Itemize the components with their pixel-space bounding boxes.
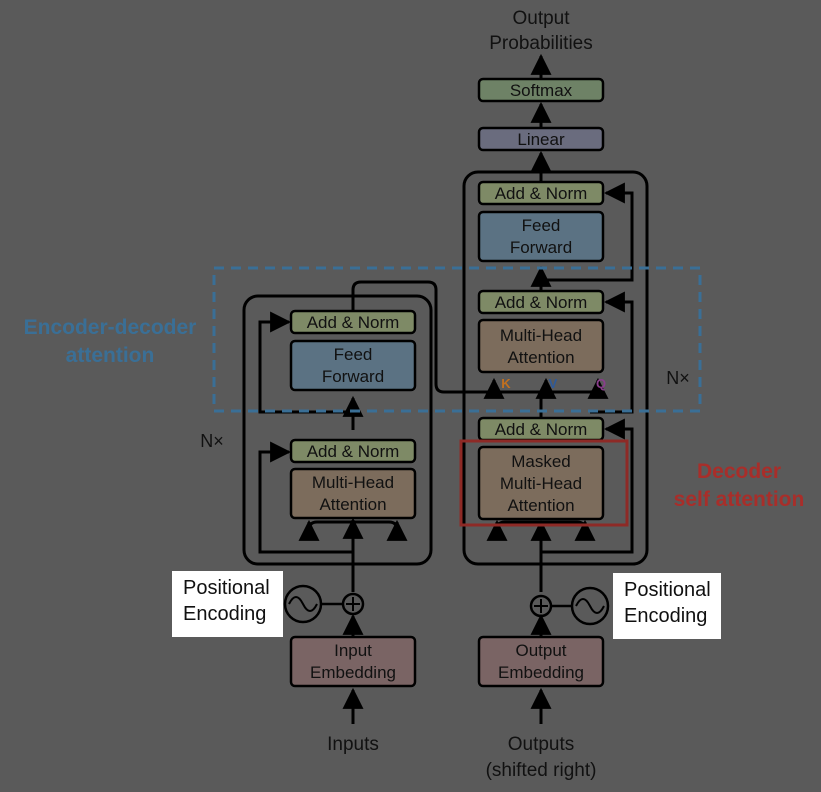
decoder-multi-head-attention xyxy=(477,318,605,374)
masked-mha-line1: Masked xyxy=(511,452,571,471)
output-probabilities-line2: Probabilities xyxy=(489,33,593,54)
encoder-pe-line2: Encoding xyxy=(183,603,267,625)
encoder-add-norm-low-label: Add & Norm xyxy=(307,442,400,461)
encoder-feed-forward xyxy=(289,339,417,392)
decoder-pe-line2: Encoding xyxy=(624,605,708,627)
encoder-stack-frame xyxy=(242,294,433,566)
decoder-add-norm-top-label: Add & Norm xyxy=(495,184,588,203)
k-label: K xyxy=(501,376,511,391)
encoder-positional-encoding-box: Positional Encoding xyxy=(172,571,283,637)
encoder-ff-line2: Forward xyxy=(322,367,384,386)
linear-block xyxy=(477,126,605,152)
decoder-add-norm-mid-label: Add & Norm xyxy=(495,293,588,312)
decoder-add-norm-mid xyxy=(477,289,605,315)
masked-mha-line3: Attention xyxy=(507,496,574,515)
output-embedding-line2: Embedding xyxy=(498,663,584,682)
encoder-nx-label: N× xyxy=(200,431,224,451)
input-embedding-line2: Embedding xyxy=(310,663,396,682)
decoder-mha-line2: Attention xyxy=(507,348,574,367)
encoder-decoder-annotation-line2: attention xyxy=(66,344,155,367)
decoder-stack-frame xyxy=(462,170,649,566)
inputs-label: Inputs xyxy=(327,734,379,755)
encoder-add-norm-top xyxy=(289,309,417,335)
decoder-pe-line1: Positional xyxy=(624,579,711,601)
outputs-label-line1: Outputs xyxy=(508,734,575,755)
decoder-self-attention-highlight xyxy=(459,439,629,527)
encoder-decoder-annotation-line1: Encoder-decoder xyxy=(24,316,197,339)
output-probabilities-line1: Output xyxy=(512,8,570,29)
encoder-pe-line1: Positional xyxy=(183,577,270,599)
decoder-feed-forward xyxy=(477,210,605,263)
decoder-ff-line1: Feed xyxy=(522,216,561,235)
decoder-self-annotation-line1: Decoder xyxy=(697,460,781,483)
encoder-add-norm-top-label: Add & Norm xyxy=(307,313,400,332)
encoder-mha-line1: Multi-Head xyxy=(312,473,394,492)
outputs-label-line2: (shifted right) xyxy=(486,760,597,781)
softmax-block xyxy=(477,77,605,103)
encoder-multi-head-attention xyxy=(289,467,417,520)
output-embedding xyxy=(477,635,605,688)
linear-label: Linear xyxy=(517,130,565,149)
encoder-mha-line2: Attention xyxy=(319,495,386,514)
output-embedding-line1: Output xyxy=(515,641,566,660)
input-embedding xyxy=(289,635,417,688)
decoder-positional-encoding-box: Positional Encoding xyxy=(613,573,721,639)
decoder-nx-label: N× xyxy=(666,368,690,388)
q-label: Q xyxy=(596,376,606,391)
v-label: V xyxy=(549,376,558,391)
decoder-self-annotation-line2: self attention xyxy=(674,488,805,511)
decoder-add-norm-low-label: Add & Norm xyxy=(495,420,588,439)
masked-mha-line2: Multi-Head xyxy=(500,474,582,493)
decoder-masked-multi-head-attention xyxy=(477,445,605,521)
decoder-ff-line2: Forward xyxy=(510,238,572,257)
encoder-decoder-attention-highlight xyxy=(212,266,702,413)
decoder-mha-line1: Multi-Head xyxy=(500,326,582,345)
input-embedding-line1: Input xyxy=(334,641,372,660)
decoder-add-norm-top xyxy=(477,180,605,206)
softmax-label: Softmax xyxy=(510,81,573,100)
encoder-ff-line1: Feed xyxy=(334,345,373,364)
encoder-add-norm-low xyxy=(289,438,417,464)
